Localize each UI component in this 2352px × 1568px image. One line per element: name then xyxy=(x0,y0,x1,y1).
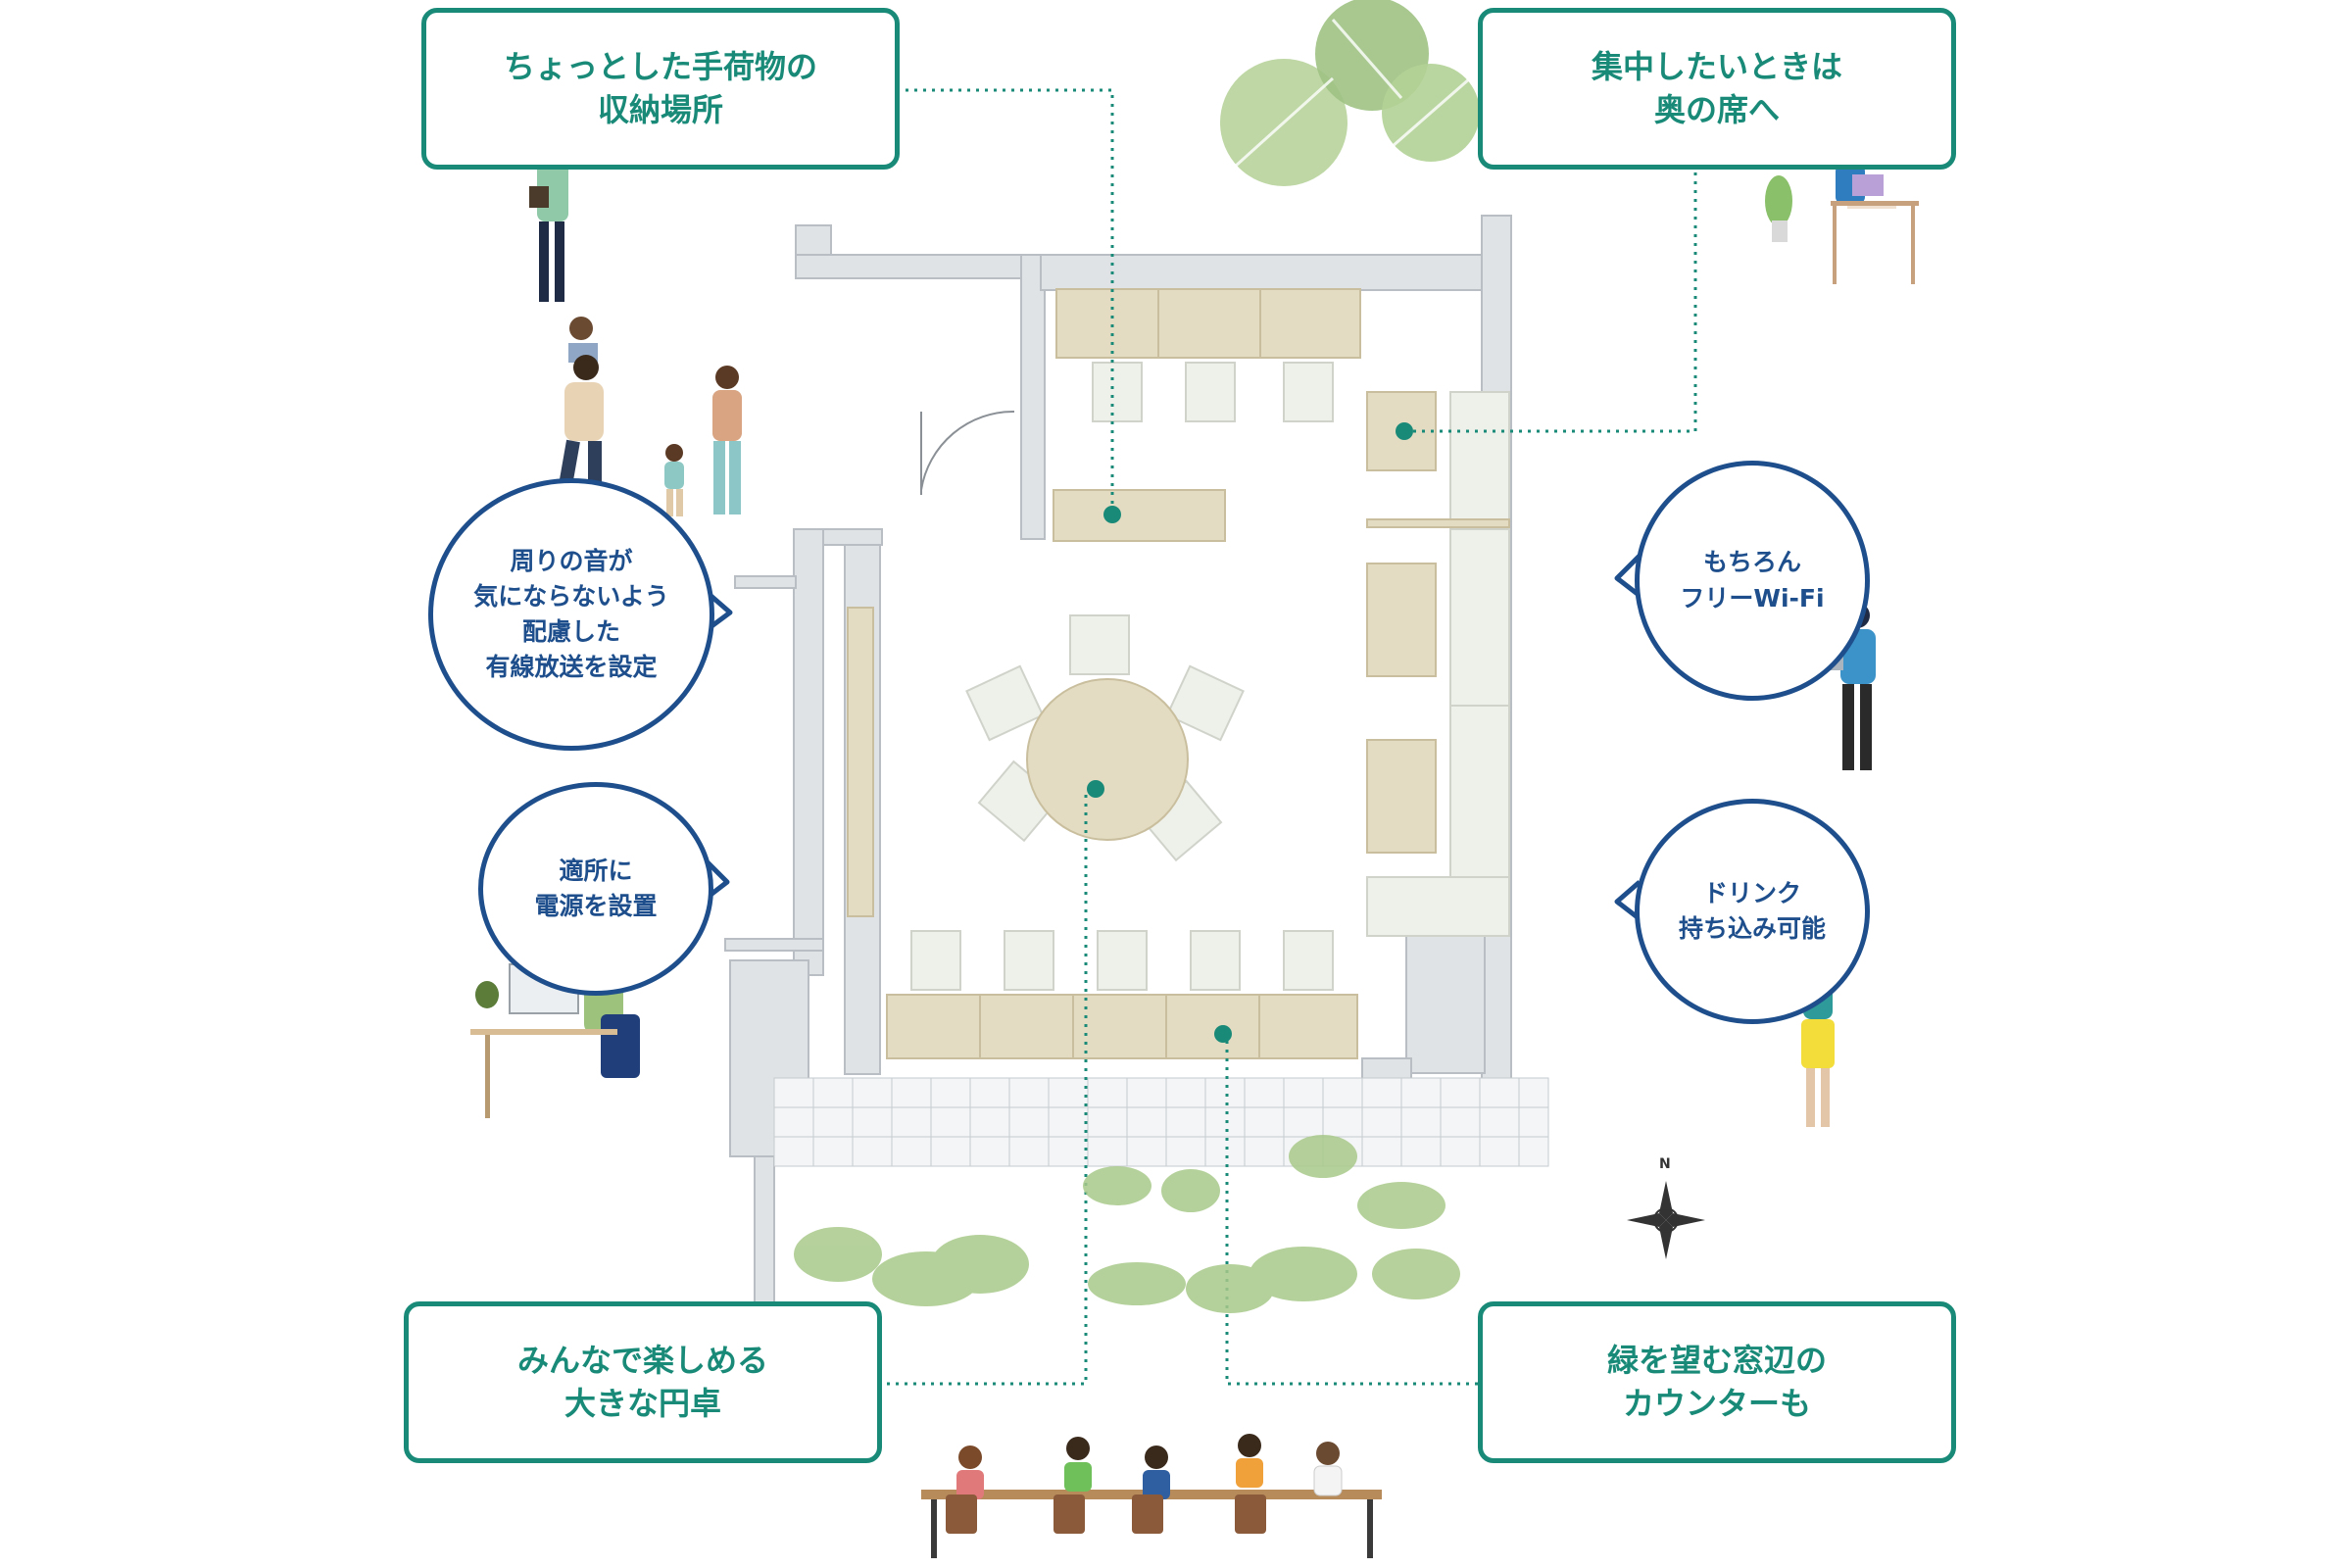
callout-focus-line-1: 集中したいときは xyxy=(1591,48,1842,86)
bubble-sound-line-2: 気にならないよう xyxy=(473,581,669,611)
bubble-sound-line-3: 配慮した xyxy=(521,617,620,646)
callout-round-table-line-2: 大きな円卓 xyxy=(564,1384,721,1422)
round-table xyxy=(1026,678,1189,841)
storage-shelf-top xyxy=(1055,288,1361,359)
round-table-chairs xyxy=(965,614,1245,862)
luggage-storage-counter xyxy=(1053,489,1226,542)
counter-chairs xyxy=(910,930,1334,991)
callout-storage-line-1: ちょっとした手荷物の xyxy=(503,48,817,86)
family-walking-figure xyxy=(554,317,742,516)
bubble-wifi-line-1: もちろん xyxy=(1702,548,1801,577)
bubble-drink-allowed: ドリンク 持ち込み可能 xyxy=(1635,799,1870,1024)
leaves-top-decoration xyxy=(1220,0,1480,186)
bubble-sound-line-4: 有線放送を設定 xyxy=(485,653,658,682)
callout-leader-lines xyxy=(878,88,1697,1386)
group-at-table-figure xyxy=(921,1434,1382,1558)
compass-rose-icon xyxy=(1627,1181,1705,1259)
entrance-door xyxy=(920,410,1015,495)
callout-storage: ちょっとした手荷物の 収納場所 xyxy=(421,8,900,170)
chairs-top xyxy=(1092,362,1334,422)
compass-north-label: N xyxy=(1659,1156,1671,1172)
bubble-drink-line-2: 持ち込み可能 xyxy=(1678,914,1826,943)
callout-storage-line-2: 収納場所 xyxy=(597,90,723,128)
callout-round-table: みんなで楽しめる 大きな円卓 xyxy=(404,1301,882,1463)
bubble-background-music: 周りの音が 気にならないよう 配慮した 有線放送を設定 xyxy=(428,478,714,751)
bubble-free-wifi: もちろん フリーWi-Fi xyxy=(1635,461,1870,701)
leaves-bottom-decoration xyxy=(794,1135,1460,1313)
callout-focus-seats: 集中したいときは 奥の席へ xyxy=(1478,8,1956,170)
window-counter xyxy=(886,994,1358,1059)
callout-round-table-line-1: みんなで楽しめる xyxy=(516,1342,768,1380)
callout-anchor-dots xyxy=(1087,422,1413,1043)
callout-window-counter-line-2: カウンターも xyxy=(1622,1384,1811,1422)
bubble-sound-line-1: 周りの音が xyxy=(510,546,633,575)
callout-window-counter: 緑を望む窓辺の カウンターも xyxy=(1478,1301,1956,1463)
callout-window-counter-line-1: 緑を望む窓辺の xyxy=(1606,1342,1827,1380)
bubble-power-outlets: 適所に 電源を設置 xyxy=(478,782,713,996)
bubble-power-line-1: 適所に xyxy=(559,856,633,885)
bubble-power-line-2: 電源を設置 xyxy=(534,892,658,920)
bench-right xyxy=(1366,391,1510,937)
bubble-drink-line-1: ドリンク xyxy=(1702,878,1801,907)
bubble-wifi-line-2: フリーWi-Fi xyxy=(1680,583,1825,612)
callout-focus-line-2: 奥の席へ xyxy=(1653,90,1780,128)
terrace-tiles xyxy=(773,1077,1549,1167)
left-wall-shelf xyxy=(847,607,874,917)
